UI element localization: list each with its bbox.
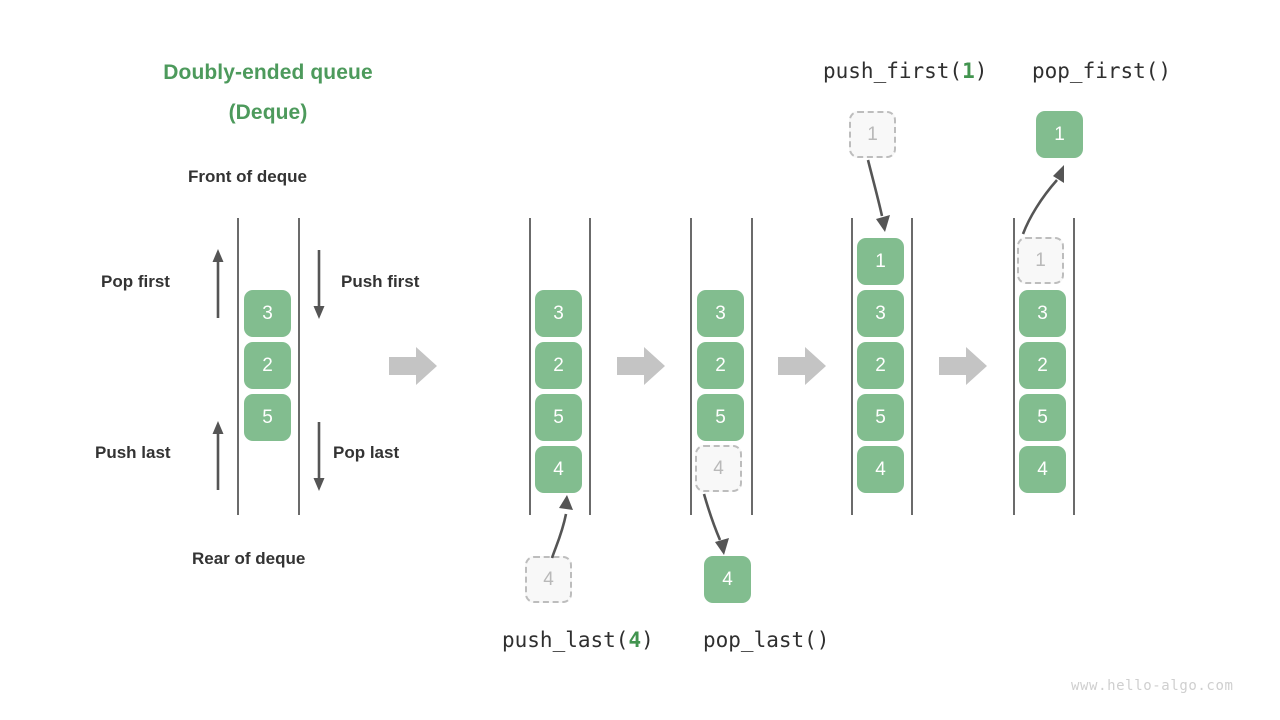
deque-cell: 1: [857, 238, 904, 285]
deque-cell: 4: [535, 446, 582, 493]
flow-arrow-icon: [939, 347, 987, 385]
deque-rail-left-1: [529, 218, 531, 515]
pop-last-operation-label: pop_last(): [703, 628, 830, 652]
deque-rail-right-3: [911, 218, 913, 515]
deque-cell: 5: [1019, 394, 1066, 441]
deque-cell: 3: [535, 290, 582, 337]
pop-first-curved-arrow-icon: [1021, 165, 1064, 235]
watermark: www.hello-algo.com: [1071, 678, 1234, 694]
deque-cell: 3: [697, 290, 744, 337]
deque-rail-right-2: [751, 218, 753, 515]
deque-cell: 2: [535, 342, 582, 389]
deque-cell: 2: [697, 342, 744, 389]
deque-cell: 4: [1019, 446, 1066, 493]
push-last-operation-label: push_last(4): [502, 628, 654, 652]
page-title-line2: (Deque): [228, 101, 308, 124]
push-first-op-arg: 1: [962, 59, 975, 83]
deque-cell: 4: [857, 446, 904, 493]
deque-rail-left-0: [237, 218, 239, 515]
push-last-curved-arrow-icon: [550, 495, 573, 559]
deque-rail-left-2: [690, 218, 692, 515]
push-first-curved-arrow-icon: [866, 159, 890, 232]
deque-cell: 5: [244, 394, 291, 441]
pop-last-curved-arrow-icon: [702, 493, 729, 555]
pop-last-arrow-icon: [313, 422, 325, 491]
deque-rail-right-4: [1073, 218, 1075, 515]
page-title-line1: Doubly-ended queue: [163, 61, 373, 84]
push-first-source-cell: 1: [849, 111, 896, 158]
push-first-op-close: ): [974, 59, 988, 83]
push-first-operation-label: push_first(1): [823, 59, 987, 83]
deque-cell: 2: [244, 342, 291, 389]
push-last-source-cell: 4: [525, 556, 572, 603]
pop-last-result-cell: 4: [704, 556, 751, 603]
flow-arrow-icon: [778, 347, 826, 385]
deque-cell: 5: [535, 394, 582, 441]
deque-cell-ghost: 4: [695, 445, 742, 492]
pop-first-result-cell: 1: [1036, 111, 1083, 158]
deque-rail-left-4: [1013, 218, 1015, 515]
push-first-op-name: push_first(: [823, 59, 963, 83]
pop-last-label: Pop last: [333, 443, 400, 462]
flow-arrow-icon: [617, 347, 665, 385]
deque-rail-right-0: [298, 218, 300, 515]
front-of-deque-label: Front of deque: [188, 167, 307, 186]
pop-first-label: Pop first: [101, 272, 170, 291]
deque-rail-right-1: [589, 218, 591, 515]
deque-cell: 5: [857, 394, 904, 441]
deque-cell: 3: [244, 290, 291, 337]
push-last-arrow-icon: [212, 421, 224, 490]
deque-cell: 2: [857, 342, 904, 389]
pop-first-arrow-icon: [212, 249, 224, 318]
push-last-op-close: ): [641, 628, 654, 652]
push-last-op-arg: 4: [628, 628, 642, 652]
rear-of-deque-label: Rear of deque: [192, 549, 306, 568]
push-last-label: Push last: [95, 443, 171, 462]
deque-cell: 2: [1019, 342, 1066, 389]
pop-first-operation-label: pop_first(): [1032, 59, 1172, 83]
deque-cell: 3: [1019, 290, 1066, 337]
push-first-arrow-icon: [313, 250, 325, 319]
deque-cell: 5: [697, 394, 744, 441]
deque-rail-left-3: [851, 218, 853, 515]
flow-arrow-icon: [389, 347, 437, 385]
push-first-label: Push first: [341, 272, 420, 291]
deque-cell: 3: [857, 290, 904, 337]
push-last-op-name: push_last(: [502, 628, 629, 652]
deque-cell-ghost: 1: [1017, 237, 1064, 284]
